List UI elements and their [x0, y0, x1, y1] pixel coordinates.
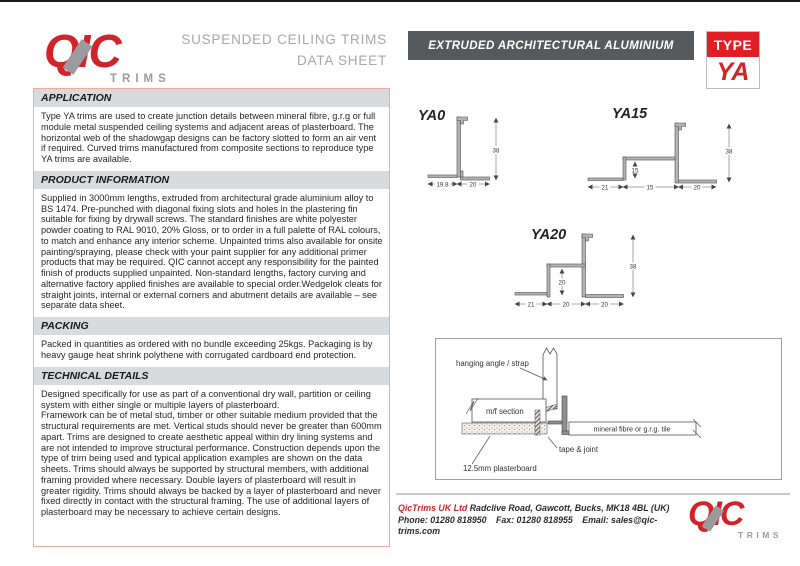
mf-section-shape [471, 398, 547, 423]
type-badge: TYPE YA [706, 31, 760, 89]
qic-logo-trims-text: TRIMS [110, 73, 171, 85]
qic-logo: QIC TRIMS [44, 28, 194, 85]
section-body-application: Type YA trims are used to create junctio… [41, 111, 377, 165]
tile-shape [568, 421, 697, 436]
ya20-dimensions: 38 20 21 20 20 [514, 234, 639, 309]
ya20-dim-c: 20 [601, 302, 608, 309]
footer-qic-logo: QIC TRIMS [688, 497, 793, 543]
type-badge-value: YA [716, 58, 750, 86]
content-panel: APPLICATION Type YA trims are used to cr… [33, 88, 390, 547]
plasterboard-label: 12.5mm plasterboard [463, 464, 537, 473]
tile-label: mineral fibre or g.r.g. tile [593, 425, 670, 434]
ya20-profile-shape [514, 233, 624, 298]
section-heading-product-information: PRODUCT INFORMATION [34, 170, 389, 189]
document-title: SUSPENDED CEILING TRIMS [181, 32, 387, 47]
ya20-dim-b: 20 [563, 302, 570, 309]
footer-company: QicTrims UK Ltd [398, 503, 468, 513]
plasterboard-leader [471, 435, 491, 465]
tape-joint-label: tape & joint [559, 445, 599, 454]
ya20-dim-step: 20 [559, 280, 566, 287]
document-subtitle: DATA SHEET [296, 53, 387, 68]
mf-section-label: m/f section [486, 407, 524, 416]
footer-phone: Phone: 01280 818950 [398, 514, 487, 525]
ya15-dim-height: 38 [726, 149, 733, 156]
ya0-profile-diagram: YA0 38 19.8 20 [418, 108, 502, 189]
tape-joint-leader [547, 436, 558, 449]
footer-rule [396, 493, 790, 495]
hanging-strap-label: hanging angle / strap [456, 359, 529, 368]
ya15-dim-step: 15 [632, 168, 639, 175]
ya0-label: YA0 [418, 108, 445, 124]
ya15-profile-diagram: YA15 38 15 21 15 20 [587, 106, 735, 192]
section-heading-packing: PACKING [34, 317, 389, 336]
ya15-dim-c: 20 [694, 185, 701, 192]
ya15-profile-shape [587, 122, 717, 184]
mf-break-symbol [465, 397, 479, 415]
ya15-label: YA15 [612, 106, 648, 122]
ya0-profile-shape [427, 116, 490, 181]
ya20-label: YA20 [531, 227, 566, 243]
section-heading-application: APPLICATION [34, 89, 389, 107]
ya15-dim-b: 15 [647, 185, 654, 192]
footer-contact-block: QicTrims UK Ltd Radclive Road, Gawcott, … [398, 503, 698, 538]
footer-email: Email: sales@qic-trims.com [398, 514, 658, 537]
ya0-dimensions: 38 19.8 20 [427, 117, 502, 189]
footer-line1: QicTrims UK Ltd Radclive Road, Gawcott, … [398, 503, 698, 515]
ya0-dim-b: 20 [470, 182, 477, 189]
ya0-dim-height: 38 [493, 148, 500, 155]
ya20-dim-height: 38 [630, 264, 637, 271]
section-heading-technical-details: TECHNICAL DETAILS [34, 366, 389, 385]
top-rule [0, 0, 800, 2]
section-body-packing: Packed in quantities as ordered with no … [41, 339, 373, 361]
footer-address: Radclive Road, Gawcott, Bucks, MK18 4BL … [469, 503, 670, 513]
tile-break-symbol [692, 418, 702, 439]
ya15-dim-a: 21 [602, 185, 609, 192]
section-body-product-information: Supplied in 3000mm lengths, extruded fro… [41, 192, 383, 311]
footer-line2: Phone: 01280 818950 Fax: 01280 818955 Em… [398, 515, 698, 538]
plasterboard-shape [461, 422, 548, 435]
ya20-profile-diagram: YA20 38 20 21 20 20 [514, 227, 639, 309]
type-badge-label: TYPE [707, 32, 759, 57]
ya15-dimensions: 38 15 21 15 20 [587, 123, 735, 192]
installation-diagram: m/f section mineral fibre or g.r.g. tile… [456, 347, 702, 473]
installation-diagram-frame: m/f section mineral fibre or g.r.g. tile… [435, 338, 782, 480]
screw-shape [534, 409, 541, 436]
hanging-strap-shape [542, 347, 558, 410]
footer-fax: Fax: 01280 818955 [495, 514, 573, 525]
document-title-block: SUSPENDED CEILING TRIMS DATA SHEET [150, 29, 387, 71]
section-body-technical-details: Designed specifically for use as part of… [41, 388, 382, 518]
material-banner: EXTRUDED ARCHITECTURAL ALUMINIUM [408, 31, 694, 60]
ya20-dim-a: 21 [528, 302, 535, 309]
hanging-strap-leader [519, 367, 548, 381]
ya0-dim-a: 19.8 [436, 182, 449, 189]
footer-qic-logo-trims-text: TRIMS [738, 530, 782, 540]
